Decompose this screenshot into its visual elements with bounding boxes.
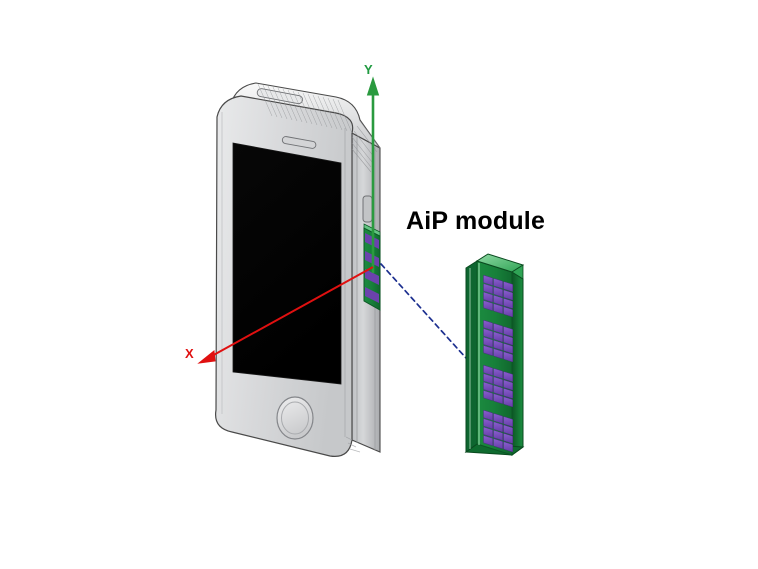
top-speaker-slot-icon — [256, 88, 304, 105]
phone-bottom-chamfer — [345, 436, 361, 453]
home-button[interactable] — [276, 396, 314, 440]
earpiece-speaker-icon — [281, 136, 317, 149]
phone-corner-ribbing — [257, 83, 381, 173]
axis-y — [366, 76, 380, 273]
axis-x — [197, 266, 374, 364]
axis-x-label: X — [185, 346, 194, 361]
phone-screen — [232, 142, 342, 385]
aip-module-label: AiP module — [406, 207, 546, 235]
axis-y-label: Y — [364, 62, 373, 77]
side-power-button[interactable] — [362, 195, 373, 223]
phone-illustration — [214, 82, 381, 458]
leader-line-dashed — [380, 263, 467, 359]
aip-module-enlarged — [464, 253, 525, 456]
